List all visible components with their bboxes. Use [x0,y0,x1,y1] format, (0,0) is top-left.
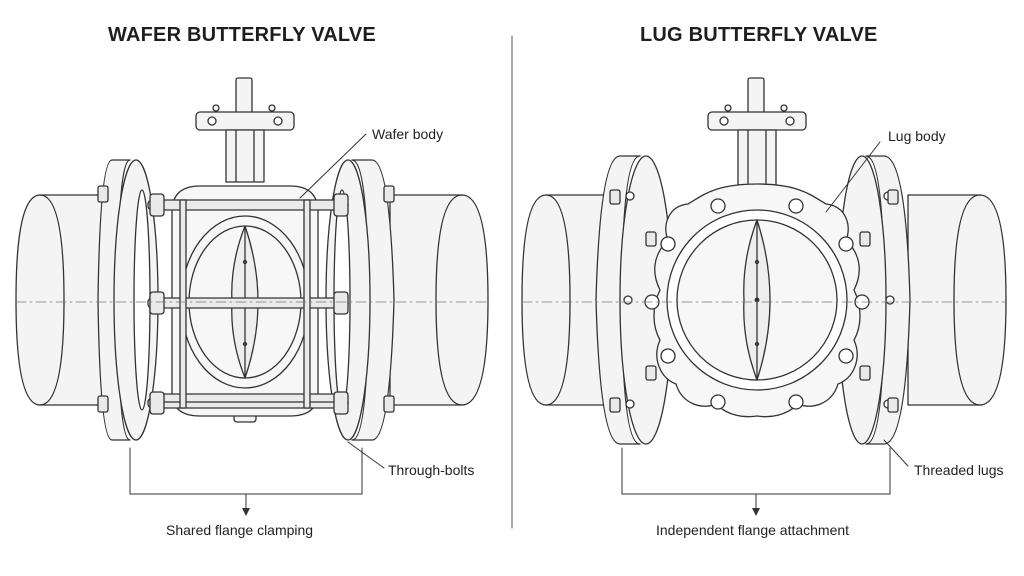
wafer-bracket-arrow [242,508,250,516]
wafer-title: WAFER BUTTERFLY VALVE [108,24,376,46]
lug-body [653,183,861,418]
wafer-bracket [129,447,363,495]
wafer-body-label: Wafer body [372,126,444,142]
lug-bracket-arrow [752,508,760,516]
lug-valve-assembly [521,77,1007,516]
lug-title: LUG BUTTERFLY VALVE [640,24,878,46]
through-bolts-label: Through-bolts [388,462,475,478]
lug-left-pipe [521,194,613,406]
wafer-flange-bolt-heads [97,185,395,413]
lug-right-pipe [907,194,1007,406]
threaded-lugs-label: Threaded lugs [914,462,1004,478]
wafer-right-pipe [389,194,489,406]
lug-stem-assembly [707,77,807,189]
wafer-caption: Shared flange clamping [166,522,314,538]
lug-caption: Independent flange attachment [656,522,850,538]
through-bolts-leader [347,441,385,469]
wafer-through-bolts [147,193,349,415]
lug-cap-screws [609,189,899,413]
wafer-valve-assembly [15,77,489,516]
lug-body-label: Lug body [888,128,946,144]
lug-body-leader [825,141,881,213]
wafer-left-pipe [15,194,105,406]
wafer-body-leader [299,133,367,199]
threaded-lugs-leader [883,439,909,467]
wafer-left-flange [97,159,159,441]
lug-bracket [621,447,891,495]
